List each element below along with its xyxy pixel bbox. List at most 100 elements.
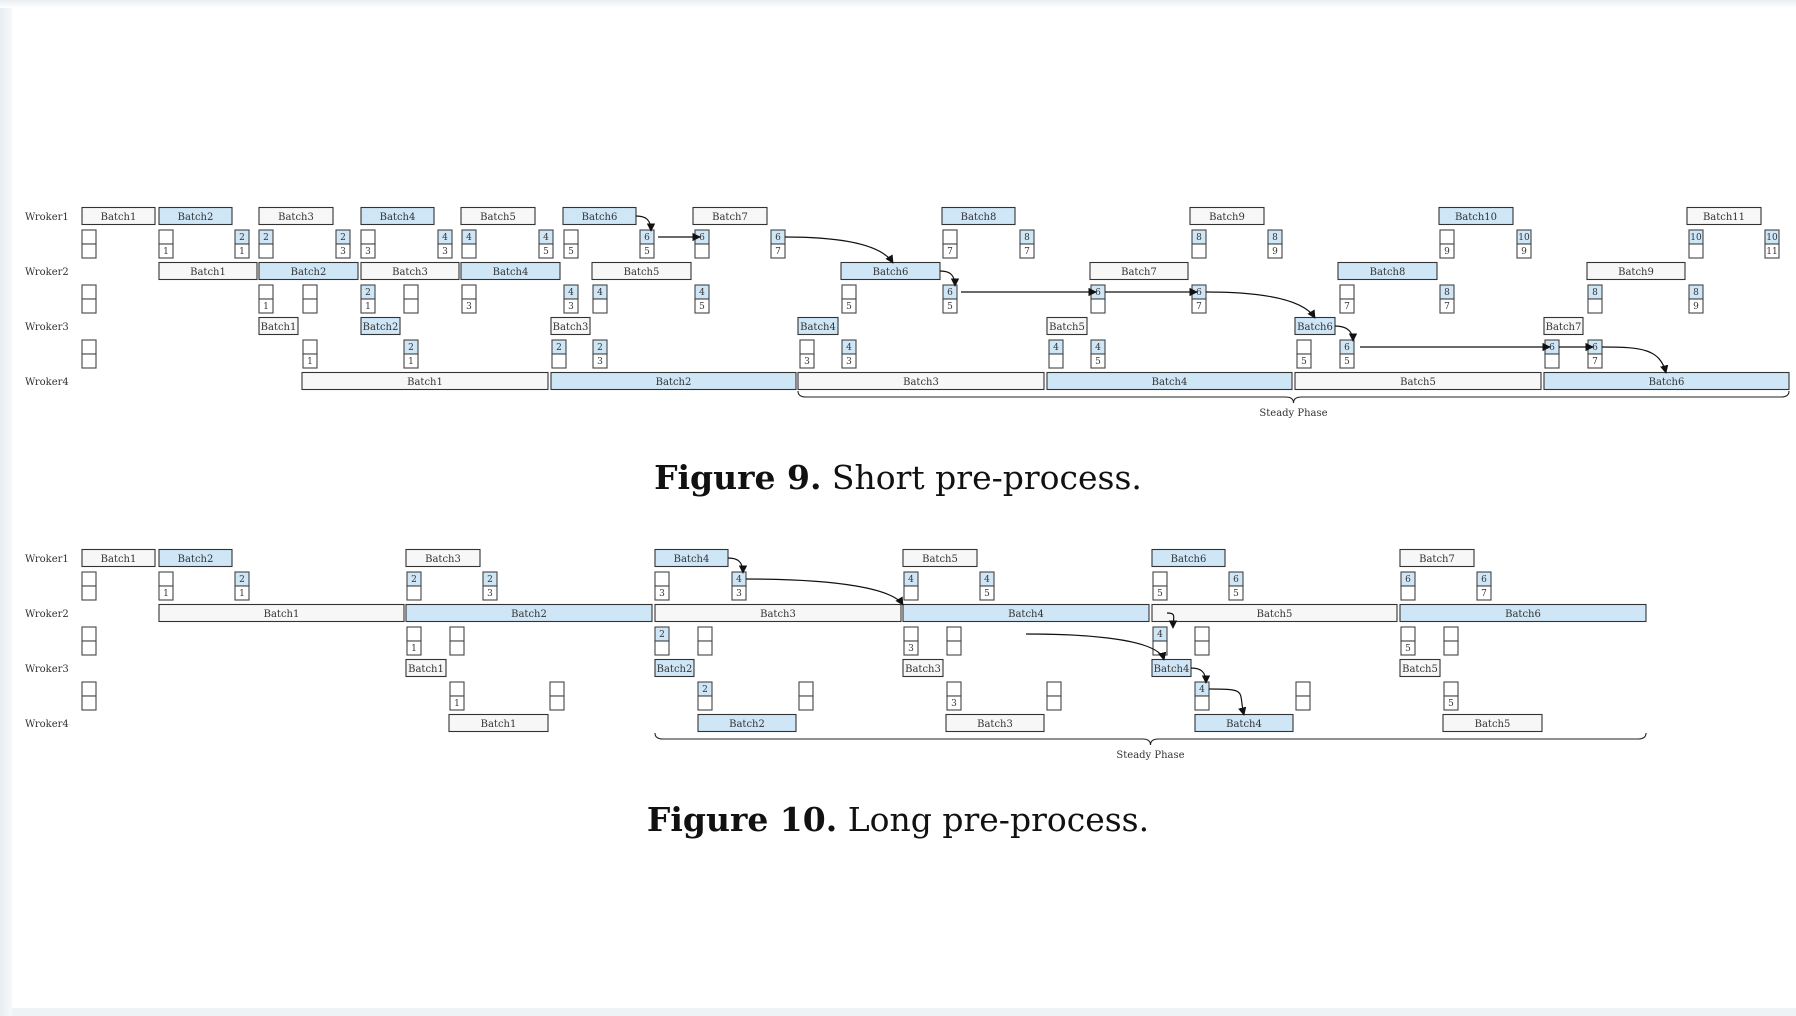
- svg-text:2: 2: [239, 233, 245, 243]
- batch-bar: Batch3: [654, 603, 902, 623]
- buffer-slot: 4: [592, 284, 608, 314]
- svg-text:1: 1: [263, 302, 269, 312]
- svg-text:Batch4: Batch4: [380, 212, 416, 223]
- batch-bar: Batch4: [1151, 658, 1192, 678]
- batch-bar: Batch3: [550, 316, 591, 336]
- svg-text:Batch1: Batch1: [101, 212, 137, 223]
- svg-text:4: 4: [597, 288, 603, 298]
- buffer-slot: 45: [694, 284, 710, 314]
- buffer-slot: [81, 681, 97, 711]
- svg-text:Batch1: Batch1: [264, 609, 300, 620]
- svg-text:4: 4: [466, 233, 472, 243]
- svg-text:Batch4: Batch4: [493, 267, 529, 278]
- steady-phase-brace: [797, 390, 1790, 404]
- buffer-slot: 65: [639, 229, 655, 259]
- buffer-slot: 4: [1152, 626, 1168, 656]
- worker-label: Wroker4: [25, 719, 69, 730]
- svg-text:6: 6: [644, 233, 650, 243]
- svg-text:Batch6: Batch6: [582, 212, 618, 223]
- svg-text:Batch2: Batch2: [291, 267, 327, 278]
- figure-10-caption-label: Figure 10.: [646, 800, 838, 839]
- svg-text:Batch4: Batch4: [1008, 609, 1044, 620]
- buffer-slot: 87: [1019, 229, 1035, 259]
- batch-bar: Batch6: [840, 261, 941, 281]
- buffer-slot: 2: [697, 681, 713, 711]
- svg-text:6: 6: [1233, 575, 1239, 585]
- buffer-slot: 45: [979, 571, 995, 601]
- svg-text:1: 1: [239, 247, 245, 257]
- buffer-slot: 6: [1544, 339, 1560, 369]
- svg-text:3: 3: [340, 247, 346, 257]
- svg-text:6: 6: [775, 233, 781, 243]
- svg-text:8: 8: [1024, 233, 1030, 243]
- svg-text:9: 9: [1272, 247, 1278, 257]
- batch-bar: Batch2: [360, 316, 401, 336]
- svg-text:Batch7: Batch7: [1419, 554, 1455, 565]
- svg-text:9: 9: [1693, 302, 1699, 312]
- batch-bar: Batch11: [1686, 206, 1762, 226]
- svg-text:5: 5: [568, 247, 574, 257]
- svg-text:4: 4: [442, 233, 448, 243]
- svg-text:Batch4: Batch4: [1152, 377, 1188, 388]
- flow-arrow: [1205, 291, 1316, 319]
- buffer-slot: 43: [563, 284, 579, 314]
- buffer-slot: 7: [942, 229, 958, 259]
- svg-text:Batch6: Batch6: [1297, 322, 1333, 333]
- svg-text:Batch1: Batch1: [481, 719, 517, 730]
- buffer-slot: 1: [158, 571, 174, 601]
- buffer-slot: 5: [1296, 339, 1312, 369]
- svg-text:Batch3: Batch3: [553, 322, 589, 333]
- batch-bar: Batch5: [1151, 603, 1398, 623]
- batch-bar: Batch4: [902, 603, 1150, 623]
- buffer-slot: 10: [1688, 229, 1704, 259]
- worker-label: Wroker1: [25, 554, 69, 565]
- buffer-slot: 3: [903, 626, 919, 656]
- svg-text:2: 2: [487, 575, 493, 585]
- buffer-slot: 67: [770, 229, 786, 259]
- svg-text:3: 3: [908, 644, 914, 654]
- svg-text:3: 3: [804, 357, 810, 367]
- batch-bar: Batch6: [1151, 548, 1226, 568]
- buffer-slot: 23: [482, 571, 498, 601]
- batch-bar: Batch1: [258, 316, 299, 336]
- svg-text:6: 6: [699, 233, 705, 243]
- buffer-slot: [81, 626, 97, 656]
- flow-arrow: [1601, 346, 1669, 374]
- svg-text:2: 2: [702, 685, 708, 695]
- flow-arrow: [1190, 667, 1211, 684]
- svg-text:Batch4: Batch4: [800, 322, 836, 333]
- batch-bar: Batch4: [460, 261, 561, 281]
- svg-text:5: 5: [1095, 357, 1101, 367]
- batch-bar: Batch8: [1337, 261, 1438, 281]
- buffer-slot: 7: [1339, 284, 1355, 314]
- buffer-slot: 1: [158, 229, 174, 259]
- buffer-slot: 6: [694, 229, 710, 259]
- buffer-slot: [1194, 626, 1210, 656]
- flow-arrow: [1334, 325, 1358, 342]
- buffer-slot: 1: [302, 339, 318, 369]
- batch-bar: Batch5: [902, 548, 978, 568]
- svg-text:1: 1: [454, 699, 460, 709]
- buffer-slot: 9: [1439, 229, 1455, 259]
- svg-text:Batch2: Batch2: [729, 719, 765, 730]
- svg-text:4: 4: [1053, 343, 1059, 353]
- svg-text:Batch5: Batch5: [1049, 322, 1085, 333]
- buffer-slot: 5: [563, 229, 579, 259]
- flow-arrow: [745, 578, 904, 606]
- svg-text:7: 7: [1344, 302, 1350, 312]
- svg-text:Batch6: Batch6: [1505, 609, 1541, 620]
- buffer-slot: 65: [1228, 571, 1244, 601]
- svg-text:4: 4: [699, 288, 705, 298]
- svg-text:8: 8: [1693, 288, 1699, 298]
- svg-text:Batch2: Batch2: [657, 664, 693, 675]
- svg-text:Batch8: Batch8: [961, 212, 997, 223]
- buffer-slot: 5: [1443, 681, 1459, 711]
- buffer-slot: 3: [654, 571, 670, 601]
- svg-text:1: 1: [163, 247, 169, 257]
- batch-bar: Batch6: [1543, 371, 1790, 391]
- flow-arrow: [784, 236, 894, 264]
- svg-text:3: 3: [365, 247, 371, 257]
- buffer-slot: [1295, 681, 1311, 711]
- svg-text:Batch2: Batch2: [656, 377, 692, 388]
